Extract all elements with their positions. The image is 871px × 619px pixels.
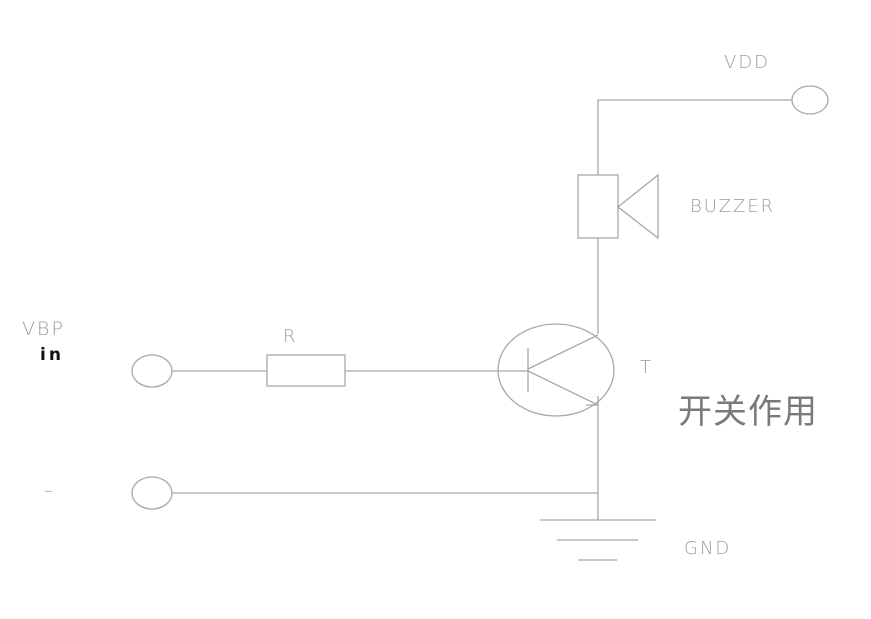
ground-symbol	[540, 519, 656, 561]
transistor-symbol	[497, 323, 615, 417]
function-note: 开关作用	[678, 392, 818, 432]
ground-wire	[172, 405, 599, 520]
buzzer-symbol	[577, 173, 659, 240]
in-label: in	[40, 345, 64, 365]
vdd-label: VDD	[724, 52, 771, 73]
vdd-wire	[597, 99, 792, 175]
minus-terminal	[131, 476, 173, 510]
minus-label: –	[44, 480, 55, 501]
buzzer-label: BUZZER	[690, 196, 776, 217]
resistor-label: R	[283, 326, 298, 347]
vbp-label: VBP	[22, 318, 65, 340]
vdd-terminal	[791, 85, 829, 115]
transistor-label: T	[640, 357, 653, 378]
input-terminal	[131, 354, 173, 388]
gnd-label: GND	[684, 538, 732, 559]
resistor-symbol	[266, 354, 346, 387]
